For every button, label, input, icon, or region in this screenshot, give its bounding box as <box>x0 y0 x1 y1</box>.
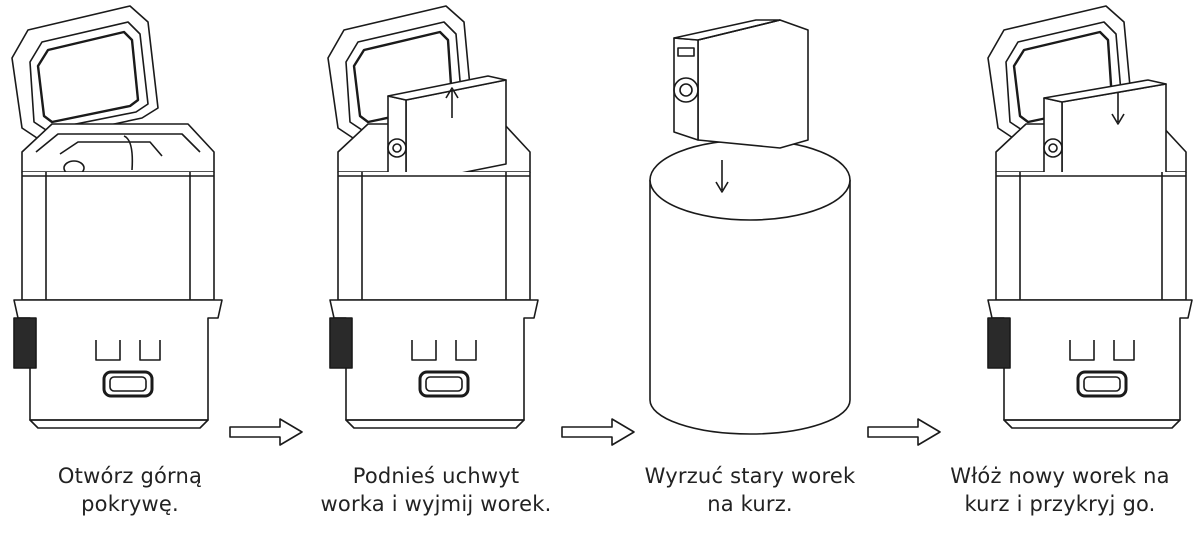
bin-discard-bag-icon <box>630 0 870 440</box>
station-open-lid-icon <box>0 0 260 440</box>
station-insert-bag-icon <box>980 0 1195 440</box>
step-4-caption-line2: kurz i przykryj go. <box>964 492 1156 516</box>
step-3-caption: Wyrzuć stary worek na kurz. <box>590 462 910 518</box>
step-3-caption-line1: Wyrzuć stary worek <box>644 464 856 488</box>
step-4: Włóż nowy worek na kurz i przykryj go. <box>950 0 1195 534</box>
step-2-caption-line1: Podnieś uchwyt <box>352 464 520 488</box>
step-2: Podnieś uchwyt worka i wyjmij worek. <box>316 0 556 534</box>
arrow-right-icon <box>560 416 636 448</box>
step-2-caption: Podnieś uchwyt worka i wyjmij worek. <box>276 462 596 518</box>
step-4-caption-line1: Włóż nowy worek na <box>950 464 1170 488</box>
step-2-caption-line2: worka i wyjmij worek. <box>320 492 552 516</box>
step-1: Otwórz górną pokrywę. <box>0 0 260 534</box>
step-1-caption-line1: Otwórz górną <box>57 464 203 488</box>
arrow-right-icon <box>866 416 942 448</box>
step-1-caption-line2: pokrywę. <box>81 492 179 516</box>
arrow-right-icon <box>228 416 304 448</box>
step-3: Wyrzuć stary worek na kurz. <box>630 0 870 534</box>
step-1-caption: Otwórz górną pokrywę. <box>0 462 290 518</box>
station-lift-bag-icon <box>316 0 556 440</box>
step-4-caption: Włóż nowy worek na kurz i przykryj go. <box>925 462 1195 518</box>
step-3-caption-line2: na kurz. <box>707 492 793 516</box>
